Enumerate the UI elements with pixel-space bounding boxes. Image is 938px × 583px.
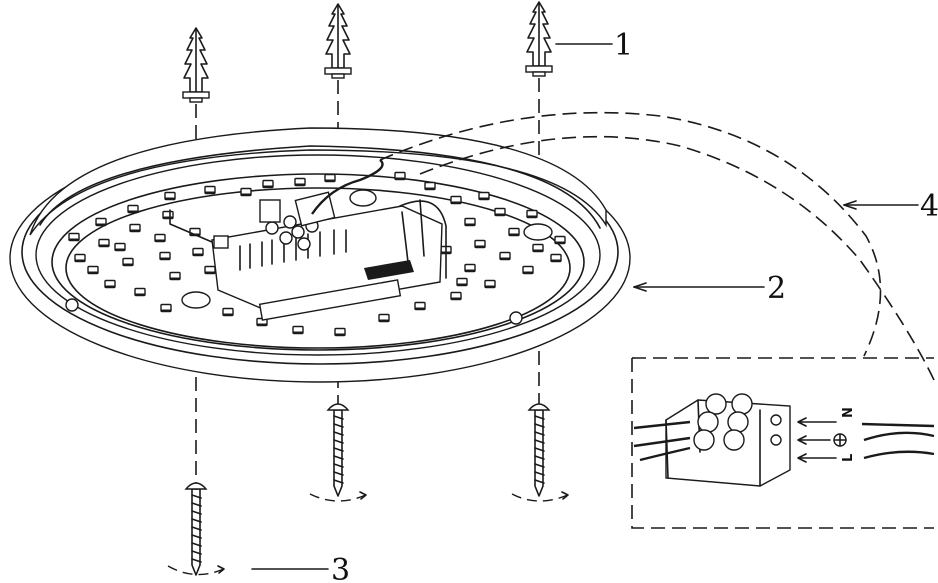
screw-middle — [327, 403, 349, 497]
callout-leaders — [251, 43, 919, 570]
detail-leader-arc — [379, 111, 935, 381]
screw-left — [185, 482, 207, 576]
terminal-detail-inset — [631, 357, 935, 529]
wall-plug-right — [525, 1, 553, 77]
callout-2-lamp-base: 2 — [767, 271, 786, 306]
callout-1-wall-plug: 1 — [614, 28, 633, 63]
wall-plug-left — [182, 27, 210, 103]
driver-module — [169, 159, 447, 321]
terminal-letter-l: L — [841, 454, 856, 462]
screw-right — [528, 403, 550, 497]
terminal-letter-n: N — [841, 407, 856, 418]
wall-plug-middle — [324, 3, 352, 79]
callout-4-wiring: 4 — [920, 189, 938, 224]
screw-rotation-marks — [167, 491, 571, 576]
callout-3-screw: 3 — [331, 553, 350, 583]
